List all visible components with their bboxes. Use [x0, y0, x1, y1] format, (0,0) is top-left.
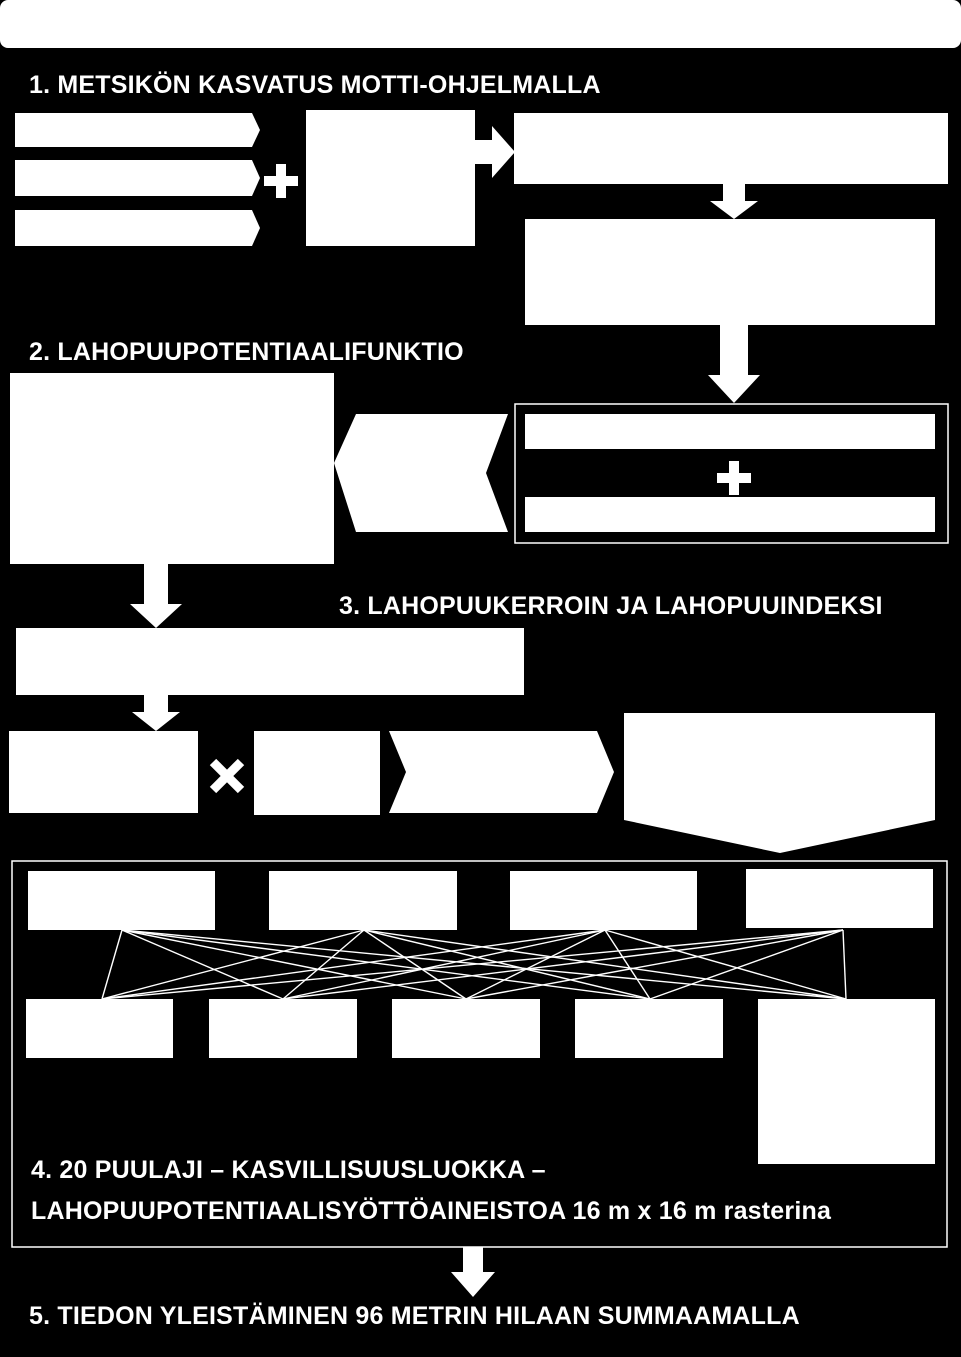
vegetation-class-box-5 [758, 999, 935, 1164]
dead-wood-input-bar-2 [525, 497, 935, 532]
section-2-title: 2. LAHOPUUPOTENTIAALIFUNKTIO [29, 338, 464, 366]
left-chevron-icon [334, 414, 508, 532]
connection-line [101, 929, 123, 1000]
connection-line [465, 929, 844, 1000]
tree-species-box-3 [510, 871, 697, 930]
connection-line [363, 929, 651, 1000]
connection-lines [101, 929, 847, 1000]
connection-line [121, 929, 284, 1000]
right-arrow-icon-1 [475, 126, 515, 178]
vegetation-class-box-2 [209, 999, 357, 1058]
header-bar [0, 0, 961, 48]
connection-line [649, 929, 844, 1000]
times-icon [209, 758, 245, 794]
input-arrow-1 [15, 113, 260, 147]
down-arrow-icon-5 [451, 1247, 495, 1297]
dead-wood-input-bar-1 [525, 414, 935, 449]
plus-icon-1 [264, 164, 298, 198]
input-arrow-3 [15, 210, 260, 246]
dead-wood-coefficient-box [16, 628, 524, 695]
section-5-title: 5. TIEDON YLEISTÄMINEN 96 METRIN HILAAN … [29, 1302, 800, 1330]
connection-line [101, 929, 844, 1000]
potential-function-box [10, 373, 334, 564]
dead-wood-index-box [624, 713, 935, 853]
connection-line [101, 929, 365, 1000]
plus-icon-2 [717, 461, 751, 495]
down-arrow-icon-3 [130, 564, 182, 628]
vegetation-class-box-1 [26, 999, 173, 1058]
connection-line [604, 929, 651, 1000]
tree-species-box-2 [269, 871, 457, 930]
connection-line [363, 929, 467, 1000]
connection-line [121, 929, 467, 1000]
motti-box [306, 110, 475, 246]
section-3-title: 3. LAHOPUUKERROIN JA LAHOPUUINDEKSI [339, 592, 883, 620]
down-arrow-icon-4 [132, 695, 180, 731]
connection-line [282, 929, 606, 1000]
section-4-title-line-1: 4. 20 PUULAJI – KASVILLISUUSLUOKKA – [31, 1156, 546, 1184]
motti-output-box [514, 113, 948, 184]
result-box [525, 219, 935, 325]
connection-line [282, 929, 365, 1000]
factor-box-2 [254, 731, 380, 815]
connection-line [842, 929, 847, 1000]
down-arrow-icon-1 [710, 184, 758, 219]
connection-line [363, 929, 847, 1000]
vegetation-class-box-3 [392, 999, 540, 1058]
vegetation-class-box-4 [575, 999, 723, 1058]
connection-line [121, 929, 651, 1000]
connection-line [121, 929, 847, 1000]
section-4-title-line-2: LAHOPUUPOTENTIAALISYÖTTÖAINEISTOA 16 m x… [31, 1197, 832, 1225]
dead-wood-input-group [514, 403, 949, 544]
right-chevron-icon [389, 731, 614, 813]
tree-species-box-1 [28, 871, 215, 930]
connection-line [465, 929, 606, 1000]
tree-species-box-4 [746, 869, 933, 928]
factor-box-1 [9, 731, 198, 813]
input-arrow-2 [15, 160, 260, 196]
connection-line [604, 929, 847, 1000]
down-arrow-icon-2 [708, 325, 760, 403]
connection-line [282, 929, 844, 1000]
connection-line [101, 929, 606, 1000]
section-1-title: 1. METSIKÖN KASVATUS MOTTI-OHJELMALLA [29, 71, 601, 99]
